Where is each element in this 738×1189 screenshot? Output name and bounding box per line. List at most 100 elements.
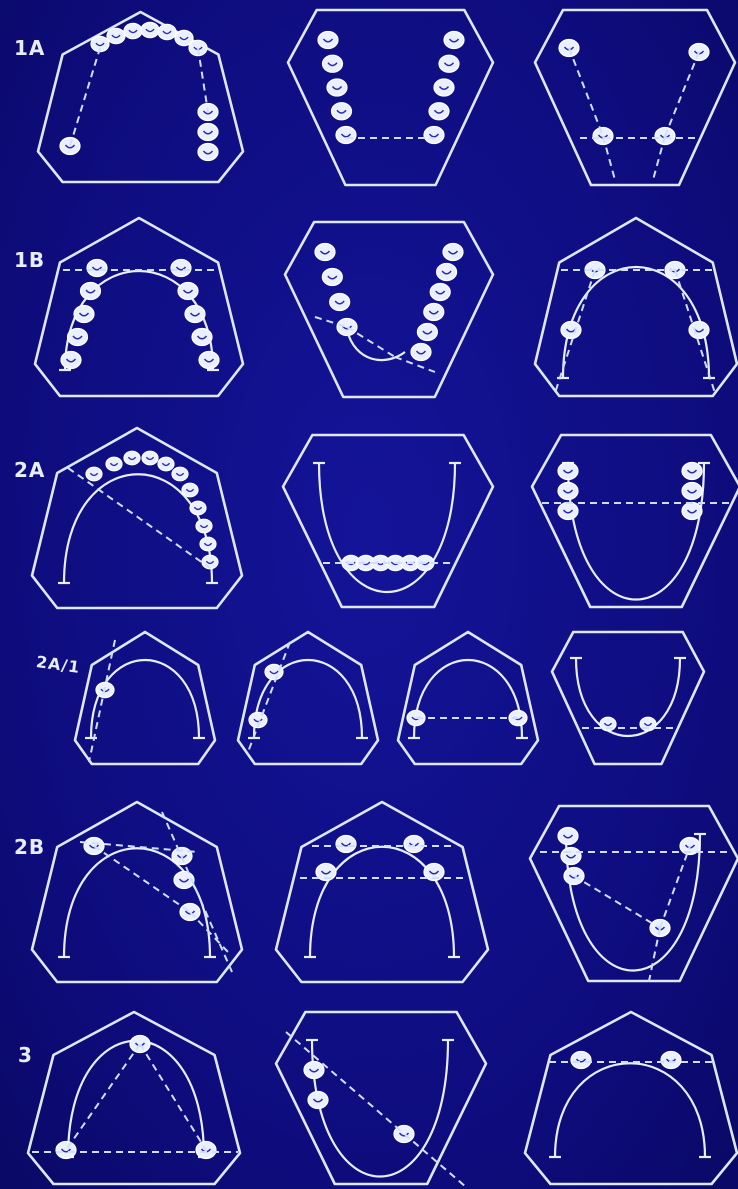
panel-1b-2 bbox=[285, 222, 493, 397]
tooth bbox=[561, 848, 581, 865]
tooth-crown bbox=[558, 463, 578, 480]
cast-outline bbox=[276, 802, 488, 982]
arch-line bbox=[319, 463, 455, 592]
tooth-crown bbox=[178, 283, 198, 300]
tooth-crown bbox=[81, 283, 101, 300]
tooth bbox=[81, 283, 101, 300]
tooth-crown bbox=[198, 124, 218, 141]
cast-outline bbox=[398, 632, 538, 764]
tooth bbox=[558, 463, 578, 480]
panel-3-1 bbox=[28, 1012, 240, 1184]
panel-2a1-3 bbox=[398, 632, 538, 764]
panel-2b-1 bbox=[32, 802, 242, 982]
panel-3-3 bbox=[525, 1012, 737, 1184]
tooth bbox=[158, 24, 176, 39]
tooth-crown bbox=[318, 32, 338, 49]
tooth-crown bbox=[124, 23, 142, 38]
tooth-crown bbox=[323, 55, 343, 72]
tooth bbox=[304, 1062, 324, 1079]
tooth bbox=[171, 260, 191, 277]
tooth-crown bbox=[106, 457, 122, 471]
arch-line bbox=[563, 267, 709, 378]
tooth bbox=[682, 483, 702, 500]
tooth-crown bbox=[198, 144, 218, 161]
panel-1a-1 bbox=[38, 12, 243, 182]
tooth-crown bbox=[192, 329, 212, 346]
panel-2a1-4 bbox=[552, 632, 704, 764]
panel-2b-2 bbox=[276, 802, 488, 982]
tooth-crown bbox=[404, 836, 424, 853]
tooth-crown bbox=[561, 322, 581, 339]
tooth-crown bbox=[61, 352, 81, 369]
tooth-crown bbox=[158, 24, 176, 39]
tooth-crown bbox=[172, 467, 188, 481]
tooth bbox=[86, 467, 102, 481]
tooth bbox=[332, 103, 352, 120]
tooth bbox=[404, 836, 424, 853]
dashed-line bbox=[248, 642, 290, 752]
tooth-crown bbox=[661, 1052, 681, 1069]
cast-outline bbox=[276, 1012, 486, 1184]
tooth bbox=[192, 329, 212, 346]
tooth bbox=[322, 269, 342, 286]
tooth-crown bbox=[443, 244, 463, 261]
tooth bbox=[682, 503, 702, 520]
dashed-line bbox=[665, 52, 699, 136]
arch-line bbox=[64, 848, 210, 957]
tooth-crown bbox=[74, 306, 94, 323]
tooth bbox=[336, 836, 356, 853]
tooth bbox=[202, 555, 218, 569]
tooth bbox=[200, 537, 216, 551]
tooth-crown bbox=[558, 483, 578, 500]
dashed-line bbox=[660, 846, 690, 928]
tooth bbox=[196, 519, 212, 533]
tooth-crown bbox=[558, 503, 578, 520]
tooth-crown bbox=[202, 555, 218, 569]
arch-line bbox=[312, 1040, 448, 1177]
tooth bbox=[424, 304, 444, 321]
tooth-crown bbox=[141, 22, 159, 37]
tooth-crown bbox=[199, 352, 219, 369]
tooth bbox=[68, 329, 88, 346]
tooth-crown bbox=[336, 836, 356, 853]
tooth bbox=[141, 22, 159, 37]
tooth-crown bbox=[158, 457, 174, 471]
tooth-crown bbox=[107, 28, 125, 43]
tooth bbox=[158, 457, 174, 471]
tooth bbox=[443, 244, 463, 261]
dashed-line bbox=[569, 48, 603, 136]
tooth-crown bbox=[182, 483, 198, 497]
tooth bbox=[182, 483, 198, 497]
tooth bbox=[323, 55, 343, 72]
arch-line bbox=[91, 660, 199, 738]
cast-outline bbox=[535, 10, 735, 185]
arch-line bbox=[68, 1041, 204, 1157]
dashed-line bbox=[198, 48, 208, 112]
tooth-crown bbox=[424, 127, 444, 144]
tooth bbox=[444, 32, 464, 49]
tooth-crown bbox=[689, 322, 709, 339]
tooth-crown bbox=[190, 501, 206, 515]
arch-line bbox=[568, 463, 704, 600]
cast-outline bbox=[532, 435, 738, 607]
tooth bbox=[106, 457, 122, 471]
tooth-crown bbox=[417, 324, 437, 341]
cast-outline bbox=[552, 632, 704, 764]
tooth bbox=[178, 283, 198, 300]
tooth-crown bbox=[411, 344, 431, 361]
tooth-crown bbox=[682, 483, 702, 500]
tooth-crown bbox=[561, 848, 581, 865]
panel-2a-1 bbox=[32, 428, 242, 608]
tooth bbox=[434, 79, 454, 96]
tooth bbox=[571, 1052, 591, 1069]
tooth-crown bbox=[336, 127, 356, 144]
tooth bbox=[561, 322, 581, 339]
tooth bbox=[315, 244, 335, 261]
tooth-crown bbox=[171, 260, 191, 277]
tooth-crown bbox=[315, 244, 335, 261]
arch-line bbox=[414, 660, 522, 738]
arch-line bbox=[576, 658, 680, 736]
tooth-crown bbox=[304, 1062, 324, 1079]
